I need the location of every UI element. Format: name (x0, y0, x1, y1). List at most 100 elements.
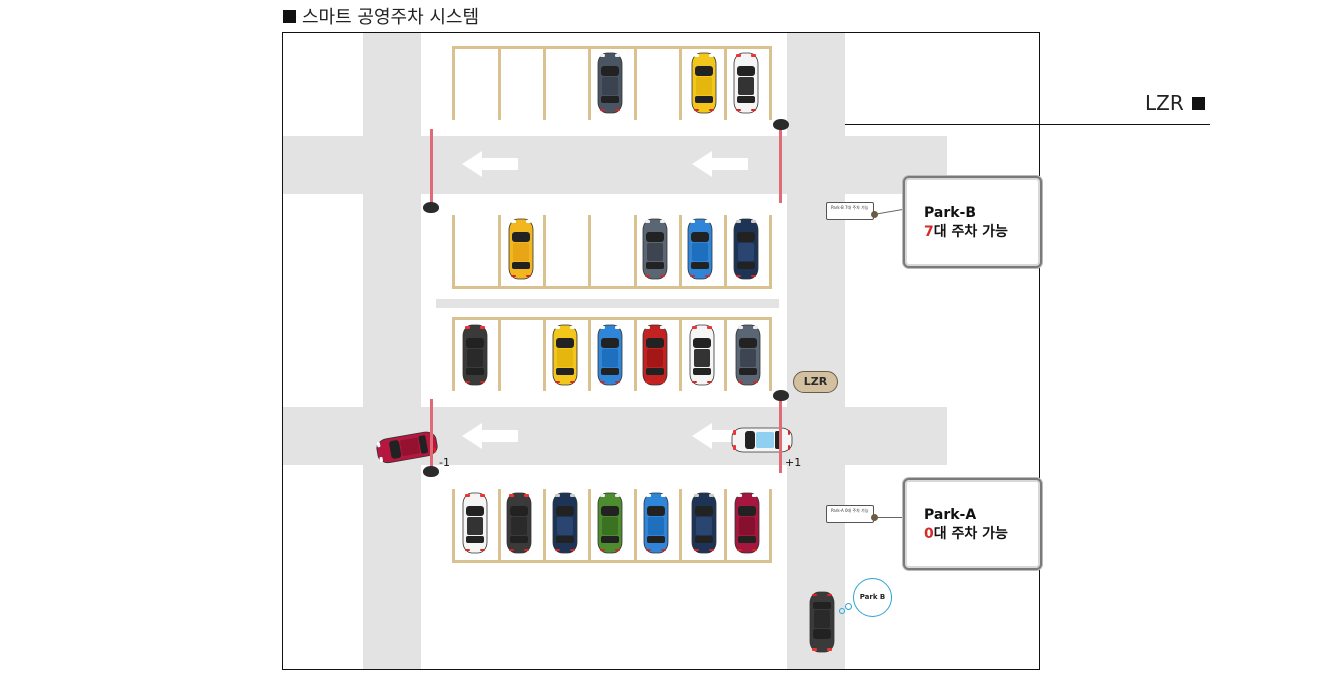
slot-divider-line (452, 489, 455, 563)
car-icon (642, 218, 668, 284)
slot-divider-line (498, 317, 501, 391)
slot-divider-line (724, 46, 727, 120)
page-title: 스마트 공영주차 시스템 (283, 3, 479, 29)
car-icon (508, 218, 534, 284)
parking-lot-frame (282, 32, 1040, 670)
arrow-left-icon (462, 151, 518, 177)
sign-connector-dot (871, 514, 878, 521)
car-icon (731, 427, 797, 453)
slot-divider-line (769, 317, 772, 391)
slot-divider-line (634, 46, 637, 120)
square-bullet-icon (283, 9, 296, 23)
exit-counter: -1 (439, 456, 450, 469)
slot-edge-line (452, 286, 772, 289)
car-icon (643, 492, 669, 558)
slot-divider-line (543, 46, 546, 120)
page-title-text: 스마트 공영주차 시스템 (302, 7, 480, 28)
road-horizontal-top (283, 136, 947, 194)
lzr-bubble: LZR (793, 371, 838, 393)
slot-divider-line (679, 46, 682, 120)
slot-divider-line (634, 489, 637, 563)
slot-divider-line (634, 317, 637, 391)
barrier-bottom-right (779, 399, 782, 473)
slot-divider-line (724, 215, 727, 289)
car-icon (735, 324, 761, 390)
lzr-sensor (423, 202, 439, 213)
slot-divider-line (679, 317, 682, 391)
arrow-left-icon (692, 151, 748, 177)
slot-divider-line (543, 489, 546, 563)
entry-counter: +1 (785, 456, 802, 469)
car-icon (552, 492, 578, 558)
barrier-top-right (779, 129, 782, 203)
slot-divider-line (543, 317, 546, 391)
slot-divider-line (724, 317, 727, 391)
barrier-bottom-left (430, 399, 433, 467)
car-icon (734, 492, 760, 558)
lot-divider (436, 299, 779, 308)
lzr-sensor (773, 119, 789, 130)
arrow-left-icon (692, 423, 748, 449)
sign-zone-park-b: Park-B (924, 205, 977, 221)
slot-divider-line (634, 215, 637, 289)
car-destination-bubble: Park B (853, 578, 892, 617)
road-vertical-right (787, 33, 845, 669)
slot-divider-line (769, 489, 772, 563)
car-icon (552, 324, 578, 390)
car-icon (597, 52, 623, 118)
car-icon (462, 492, 488, 558)
sign-connector-dot (871, 211, 878, 218)
thought-dot (839, 608, 845, 614)
lzr-sensor (773, 390, 789, 401)
car-icon (506, 492, 532, 558)
slot-divider-line (724, 489, 727, 563)
mini-sign-park-a: Park-A 0대 주차 가능 (826, 505, 874, 523)
barrier-top-left (430, 129, 433, 205)
slot-divider-line (452, 46, 455, 120)
lzr-sensor (423, 466, 439, 477)
slot-divider-line (543, 215, 546, 289)
arrow-left-icon (462, 423, 518, 449)
slot-divider-line (588, 215, 591, 289)
sign-suffix-park-b: 대 주차 가능 (933, 224, 1008, 240)
lzr-legend: LZR (1145, 91, 1205, 115)
road-vertical-left (363, 33, 421, 669)
square-bullet-icon (1191, 96, 1205, 110)
slot-divider-line (498, 489, 501, 563)
slot-divider-line (588, 317, 591, 391)
lzr-legend-label: LZR (1145, 91, 1184, 115)
slot-edge-line (452, 46, 772, 49)
slot-divider-line (452, 215, 455, 289)
car-icon (733, 52, 759, 118)
slot-edge-line (452, 317, 772, 320)
slot-divider-line (452, 317, 455, 391)
sign-count-park-a: 0 (924, 526, 934, 542)
car-icon (691, 52, 717, 118)
car-icon (689, 324, 715, 390)
car-icon (687, 218, 713, 284)
car-icon (642, 324, 668, 390)
slot-divider-line (769, 46, 772, 120)
car-icon (809, 587, 835, 653)
slot-divider-line (679, 489, 682, 563)
thought-dot (845, 603, 852, 610)
lzr-leader-line (787, 124, 1210, 125)
car-icon (691, 492, 717, 558)
car-icon (462, 324, 488, 390)
slot-divider-line (769, 215, 772, 289)
sign-zone-park-a: Park-A (924, 507, 977, 523)
car-icon (597, 324, 623, 390)
slot-divider-line (588, 46, 591, 120)
slot-divider-line (679, 215, 682, 289)
slot-edge-line (452, 560, 772, 563)
sign-connector (874, 517, 905, 518)
slot-divider-line (498, 215, 501, 289)
mini-sign-park-b: Park-B 7대 주차 가능 (826, 202, 874, 220)
car-icon (374, 428, 444, 465)
sign-count-park-b: 7 (924, 224, 934, 240)
car-icon (597, 492, 623, 558)
slot-divider-line (498, 46, 501, 120)
car-icon (733, 218, 759, 284)
sign-panel-park-b: Park-B 7대 주차 가능 (903, 176, 1042, 268)
slot-divider-line (588, 489, 591, 563)
